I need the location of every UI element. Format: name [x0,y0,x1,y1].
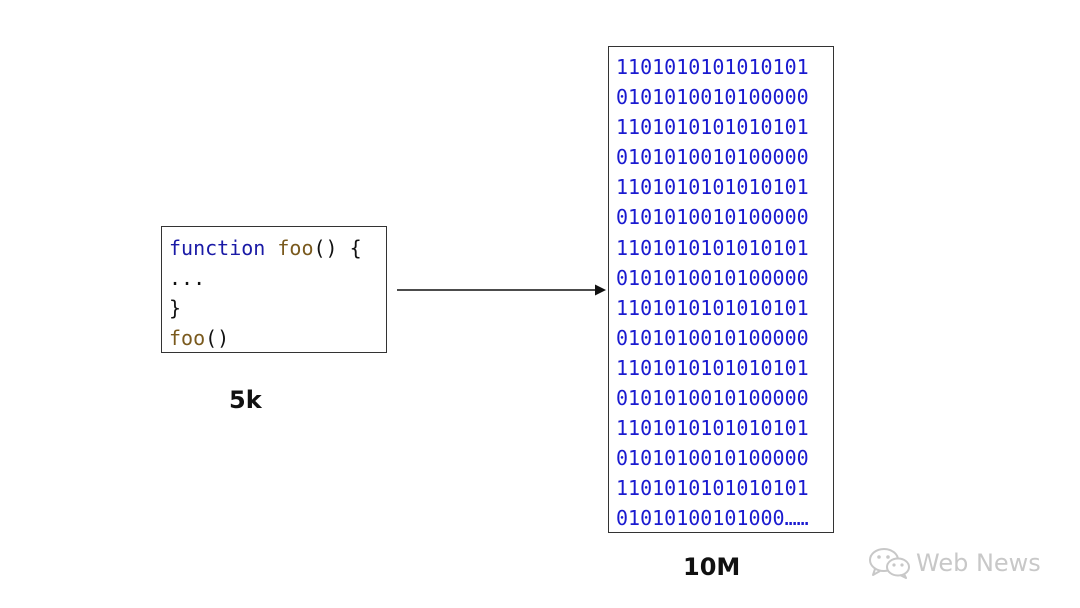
binary-line: 0101010010100000 [616,446,809,471]
source-size-label: 5k [229,386,262,414]
wechat-icon [869,548,910,579]
binary-line: 1101010101010101 [616,416,809,441]
binary-line: 0101010010100000 [616,85,809,110]
binary-output-box: 1101010101010101 0101010010100000 11010101… [608,46,834,533]
binary-line: 0101010010100000 [616,145,809,170]
binary-line: 0101010010100000 [616,325,809,350]
function-call-parens: () [205,326,230,350]
binary-line: 0101010010100000 [616,386,809,411]
watermark: Web News [868,545,1041,581]
code-line-2: ... [169,266,206,290]
binary-line: 1101010101010101 [616,235,809,260]
watermark-text: Web News [916,549,1041,577]
code-line-3: } [169,296,182,320]
binary-line: 01010100101000…… [616,506,809,531]
binary-line: 1101010101010101 [616,115,809,140]
binary-line: 1101010101010101 [616,175,809,200]
binary-lines: 1101010101010101 0101010010100000 11010101… [616,52,833,534]
function-keyword: function [169,236,266,260]
binary-line: 0101010010100000 [616,265,809,290]
source-code-box: function foo() { ... } foo() [161,226,387,353]
binary-line: 1101010101010101 [616,295,809,320]
code-line-4: foo() [169,323,386,353]
binary-size-label: 10M [683,553,741,581]
function-call-name: foo [169,326,206,350]
binary-line: 1101010101010101 [616,355,809,380]
binary-line: 1101010101010101 [616,55,809,79]
function-name: foo [277,236,314,260]
compile-arrow [397,284,606,296]
code-line-1: function foo() { [169,233,386,263]
binary-line: 0101010010100000 [616,205,809,230]
function-signature-rest: () { [313,236,362,260]
binary-line: 1101010101010101 [616,476,809,501]
